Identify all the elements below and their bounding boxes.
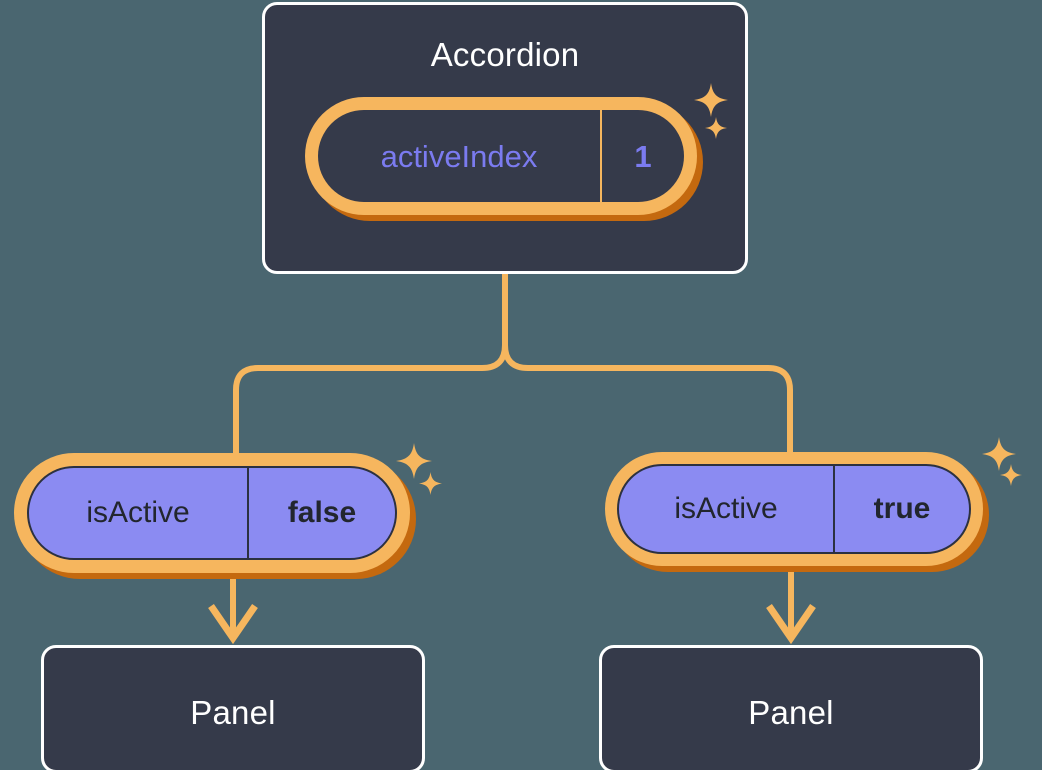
component-title: Accordion xyxy=(430,36,580,73)
sparkle-icon xyxy=(1000,464,1022,486)
arrowhead-left xyxy=(208,604,258,645)
state-pill-divider xyxy=(600,110,602,202)
sparkle-icon xyxy=(396,443,432,479)
component-node-panel-right[interactable]: Panel xyxy=(599,645,983,770)
state-value-label: true xyxy=(873,492,931,525)
sparkle-icon xyxy=(982,437,1016,471)
component-title: Panel xyxy=(190,693,276,731)
component-title: Panel xyxy=(748,693,834,731)
state-pill-divider xyxy=(833,466,835,552)
state-pill-isactive-true[interactable]: isActive true xyxy=(617,464,971,554)
state-pill-activeindex[interactable]: activeIndex 1 xyxy=(318,110,684,202)
state-pill-divider xyxy=(247,468,249,558)
component-node-panel-left[interactable]: Panel xyxy=(41,645,425,770)
state-key-label: isActive xyxy=(86,496,190,529)
connector-root-to-right xyxy=(502,271,793,465)
state-key-label: isActive xyxy=(674,492,778,525)
arrowhead-right xyxy=(766,604,816,645)
state-value-label: false xyxy=(287,496,357,529)
state-key-label: activeIndex xyxy=(380,138,538,174)
connector-root-to-left xyxy=(233,271,508,465)
state-pill-isactive-false[interactable]: isActive false xyxy=(27,466,397,560)
sparkle-icon xyxy=(419,472,442,495)
state-value-label: 1 xyxy=(634,138,652,174)
